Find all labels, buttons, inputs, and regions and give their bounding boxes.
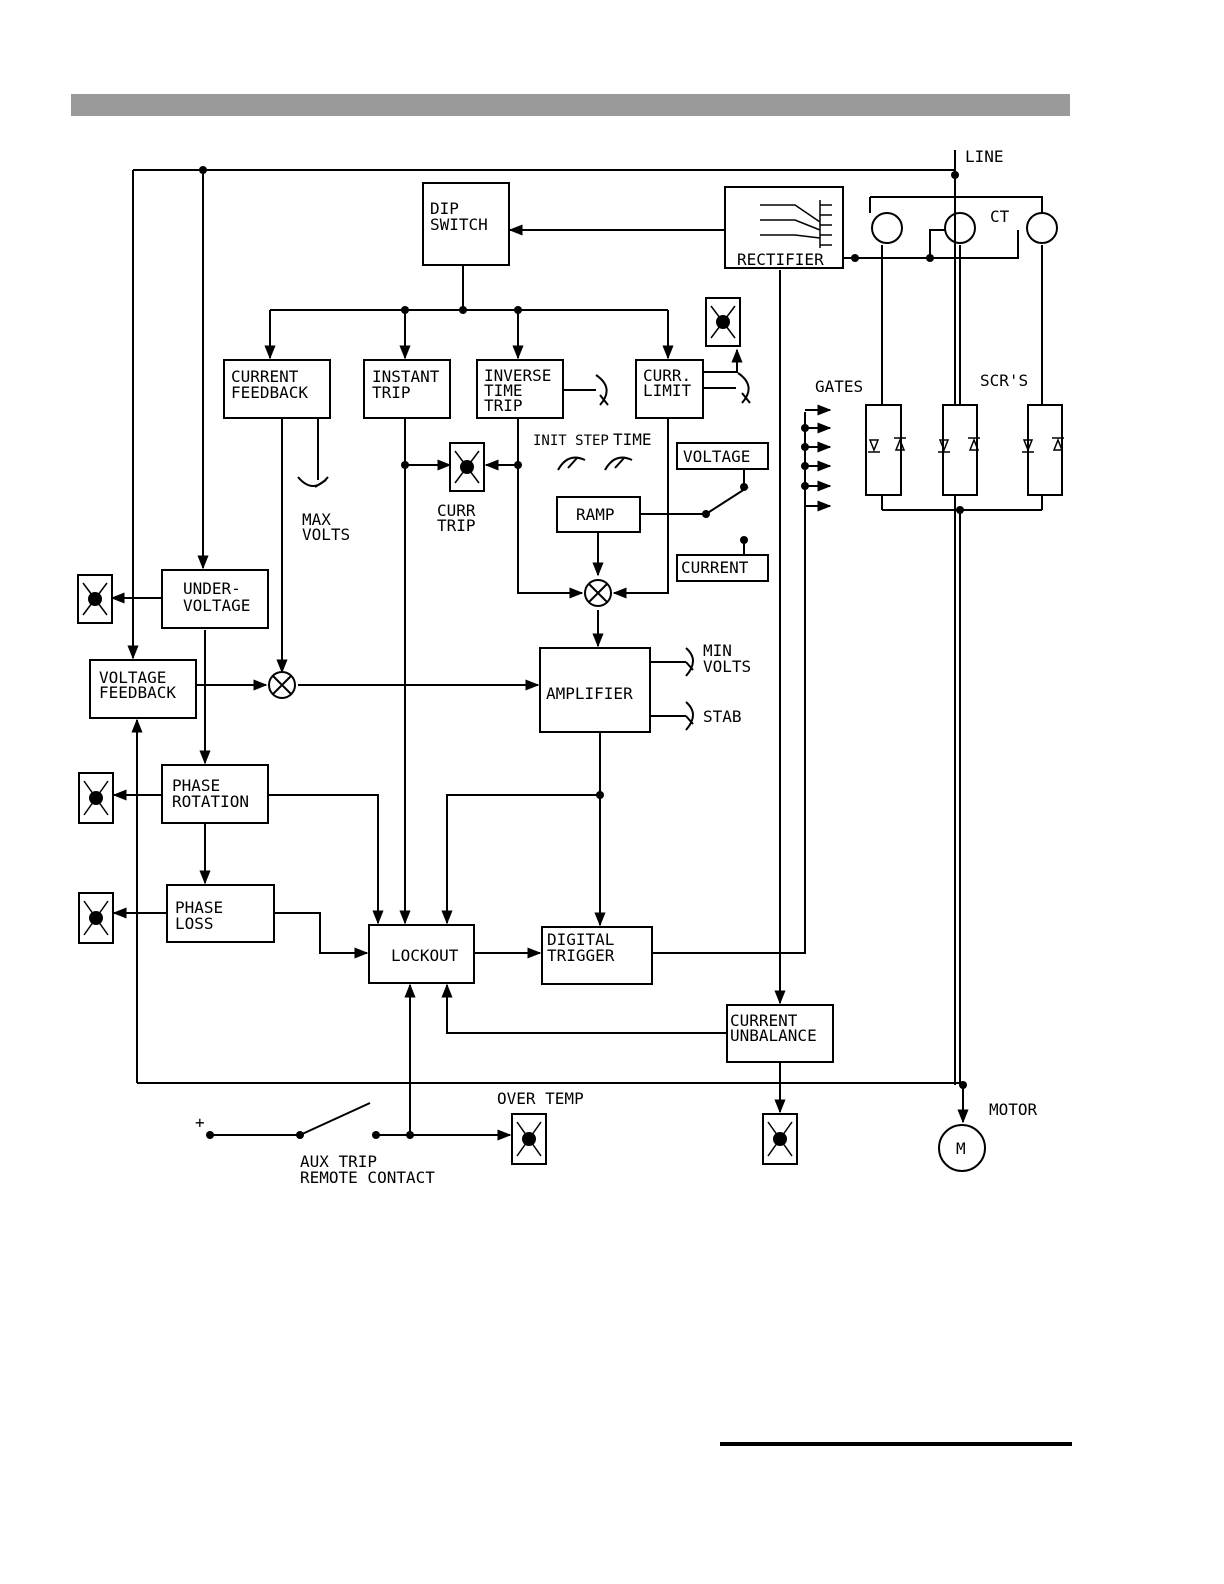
- svg-text:INSTANT: INSTANT: [372, 367, 440, 386]
- lockout-block: LOCKOUT: [368, 924, 475, 984]
- labels: LINE CT GATES SCR'S MAX VOLTS CURR TRIP …: [195, 147, 1038, 1187]
- svg-text:FEEDBACK: FEEDBACK: [231, 383, 308, 402]
- current-feedback-block: CURRENT FEEDBACK: [223, 359, 331, 419]
- svg-text:CURRENT: CURRENT: [681, 558, 749, 577]
- svg-text:UNDER-: UNDER-: [183, 579, 241, 598]
- potentiometers: [297, 372, 751, 731]
- svg-text:TRIP: TRIP: [372, 383, 411, 402]
- under-voltage-block: UNDER- VOLTAGE: [161, 569, 269, 629]
- curr-trip-label-2: TRIP: [437, 516, 476, 535]
- aux-trip-label-2: REMOTE CONTACT: [300, 1168, 435, 1187]
- svg-text:LOCKOUT: LOCKOUT: [391, 946, 459, 965]
- voltage-select-block: VOLTAGE: [676, 442, 769, 470]
- svg-text:DIP: DIP: [430, 199, 459, 218]
- rectifier-block: RECTIFIER: [724, 186, 844, 269]
- indicator-over-temp: [511, 1113, 547, 1165]
- footer-rule: [720, 1442, 1072, 1446]
- svg-text:PHASE: PHASE: [172, 776, 220, 795]
- dip-switch-block: DIP SWITCH: [422, 182, 510, 266]
- indicator-lamps: [77, 297, 798, 1165]
- max-volts-label-2: VOLTS: [302, 525, 350, 544]
- svg-text:CURRENT: CURRENT: [231, 367, 299, 386]
- svg-text:UNBALANCE: UNBALANCE: [730, 1026, 817, 1045]
- svg-text:ROTATION: ROTATION: [172, 792, 249, 811]
- amplifier-block: AMPLIFIER: [539, 647, 651, 733]
- gates-label: GATES: [815, 377, 863, 396]
- indicator-curr-trip: [449, 442, 485, 492]
- svg-text:INVERSE: INVERSE: [484, 366, 551, 385]
- motor-label: MOTOR: [989, 1100, 1038, 1119]
- summing-junction-lower: [268, 671, 296, 699]
- current-unbalance-block: CURRENT UNBALANCE: [726, 1004, 834, 1063]
- svg-text:AMPLIFIER: AMPLIFIER: [546, 684, 633, 703]
- junction-dots: [199, 166, 967, 1139]
- indicator-under-voltage: [77, 574, 113, 624]
- svg-text:CURRENT: CURRENT: [730, 1011, 798, 1030]
- instant-trip-block: INSTANT TRIP: [363, 359, 451, 419]
- svg-text:M: M: [956, 1139, 966, 1158]
- wiring: [110, 150, 1043, 1141]
- svg-text:PHASE: PHASE: [175, 898, 223, 917]
- svg-text:VOLTAGE: VOLTAGE: [183, 596, 250, 615]
- svg-text:VOLTAGE: VOLTAGE: [99, 668, 166, 687]
- gate-arrows: [801, 404, 832, 512]
- curr-trip-label-1: CURR: [437, 501, 476, 520]
- ramp-block: RAMP: [556, 496, 641, 533]
- stab-label: STAB: [703, 707, 742, 726]
- indicator-current-unbalance: [762, 1113, 798, 1165]
- svg-text:CURR.: CURR.: [643, 366, 691, 385]
- svg-text:SWITCH: SWITCH: [430, 215, 488, 234]
- svg-text:LIMIT: LIMIT: [643, 381, 692, 400]
- ct-label: CT: [990, 207, 1010, 226]
- max-volts-label-1: MAX: [302, 510, 331, 529]
- phase-rotation-block: PHASE ROTATION: [161, 764, 269, 824]
- time-label: TIME: [613, 430, 652, 449]
- phase-loss-block: PHASE LOSS: [166, 884, 275, 943]
- plus-label: +: [195, 1113, 205, 1132]
- indicator-curr-limit: [705, 297, 741, 347]
- scr-modules: [865, 404, 1064, 496]
- svg-text:RAMP: RAMP: [576, 505, 615, 524]
- svg-text:LOSS: LOSS: [175, 914, 214, 933]
- svg-text:TRIGGER: TRIGGER: [547, 946, 615, 965]
- header-bar: [71, 94, 1070, 116]
- current-transformers: [871, 212, 1058, 244]
- line-label: LINE: [965, 147, 1004, 166]
- digital-trigger-block: DIGITAL TRIGGER: [541, 926, 653, 985]
- svg-text:VOLTAGE: VOLTAGE: [683, 447, 750, 466]
- over-temp-label: OVER TEMP: [497, 1089, 584, 1108]
- motor-symbol: M: [938, 1124, 986, 1172]
- aux-trip-label-1: AUX TRIP: [300, 1152, 377, 1171]
- indicator-phase-loss: [78, 892, 114, 944]
- init-step-label: INIT STEP: [533, 433, 609, 449]
- min-volts-label-2: VOLTS: [703, 657, 751, 676]
- voltage-feedback-block: VOLTAGE FEEDBACK: [89, 659, 197, 719]
- curr-limit-block: CURR. LIMIT: [635, 359, 704, 419]
- svg-text:FEEDBACK: FEEDBACK: [99, 683, 176, 702]
- svg-text:TRIP: TRIP: [484, 396, 523, 415]
- summing-junction-upper: [584, 579, 612, 607]
- svg-text:TIME: TIME: [484, 381, 523, 400]
- scrs-label: SCR'S: [980, 371, 1028, 390]
- inverse-time-trip-block: INVERSE TIME TRIP: [476, 359, 564, 419]
- svg-text:DIGITAL: DIGITAL: [547, 930, 614, 949]
- current-select-block: CURRENT: [676, 554, 769, 582]
- svg-text:RECTIFIER: RECTIFIER: [737, 250, 824, 269]
- indicator-phase-rotation: [78, 772, 114, 824]
- min-volts-label-1: MIN: [703, 641, 732, 660]
